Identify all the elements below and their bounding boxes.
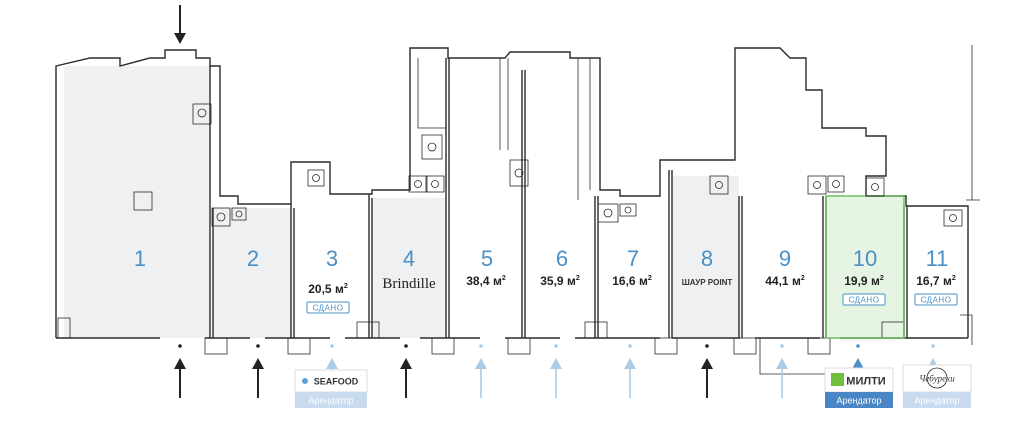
toilet-icon xyxy=(211,207,231,227)
unit-area: 38,4 м2 xyxy=(466,274,506,288)
door-marker xyxy=(256,344,260,348)
unit-area: 44,1 м2 xyxy=(765,274,805,288)
pier xyxy=(287,337,311,355)
walls xyxy=(55,45,980,375)
toilet-icon xyxy=(192,103,212,125)
tenant-tag-cheburechnaya: Чебуреки Арендатор xyxy=(902,364,972,408)
unit-labels: 1 2 3 4 5 6 7 8 9 10 11 20,5 м2 38,4 м2 … xyxy=(134,246,958,314)
unit-number: 9 xyxy=(779,246,791,271)
svg-text:Арендатор: Арендатор xyxy=(308,396,353,406)
unit-number: 7 xyxy=(627,246,639,271)
status-badge: СДАНО xyxy=(914,293,958,306)
door-marker xyxy=(780,344,784,348)
column xyxy=(133,191,153,211)
unit-8-fill xyxy=(672,176,739,338)
toilet-icon xyxy=(425,175,445,193)
pier xyxy=(57,317,71,339)
toilet-icon xyxy=(509,159,529,187)
entrance-arrow-icon xyxy=(624,358,636,398)
pier xyxy=(507,337,531,355)
unit-2-fill xyxy=(213,208,291,338)
status-badge: СДАНО xyxy=(306,301,350,314)
sink-icon xyxy=(231,207,247,221)
brand-name: ШАУР POINT xyxy=(682,278,733,287)
brand-name: Brindille xyxy=(382,276,436,292)
toilet-icon xyxy=(827,175,845,193)
unit-4-fill xyxy=(372,198,446,338)
status-badge: СДАНО xyxy=(842,293,886,306)
unit-number: 4 xyxy=(403,246,415,271)
toilet-icon xyxy=(408,175,428,193)
unit-number: 2 xyxy=(247,246,259,271)
entrance-arrow-icon xyxy=(776,358,788,398)
pier xyxy=(584,321,608,339)
unit-area: 19,9 м2 xyxy=(844,274,884,288)
entrance-arrows xyxy=(174,344,939,398)
unit-number: 10 xyxy=(853,246,877,271)
door-marker xyxy=(479,344,483,348)
toilet-icon xyxy=(421,134,443,160)
entrance-arrow-icon xyxy=(252,358,264,398)
tenant-tag-seafood: SEAFOOD Арендатор xyxy=(294,369,368,408)
unit-number: 8 xyxy=(701,246,713,271)
door-marker xyxy=(705,344,709,348)
amilti-logo-icon xyxy=(831,373,844,386)
svg-text:СДАНО: СДАНО xyxy=(921,296,952,305)
pier xyxy=(204,337,228,355)
pier xyxy=(356,321,380,339)
room-fills xyxy=(64,66,904,338)
entrance-arrow-icon xyxy=(174,358,186,398)
entrance-arrow-icon xyxy=(550,358,562,398)
svg-text:МИЛТИ: МИЛТИ xyxy=(846,376,886,388)
pier xyxy=(807,337,831,355)
door-marker xyxy=(554,344,558,348)
door-marker xyxy=(856,344,860,348)
toilet-icon xyxy=(865,177,885,197)
door-marker xyxy=(178,344,182,348)
shaur-point-logo: ШАУР POINT xyxy=(682,278,733,287)
entrance-arrow-icon xyxy=(174,5,186,44)
unit-10-highlight xyxy=(825,195,905,339)
door-marker xyxy=(404,344,408,348)
tenant-label-bg xyxy=(295,392,367,408)
svg-text:СДАНО: СДАНО xyxy=(849,296,880,305)
entrance-arrow-icon xyxy=(701,358,713,398)
svg-text:SEAFOOD: SEAFOOD xyxy=(314,377,359,387)
unit-number: 3 xyxy=(326,246,338,271)
sink-icon xyxy=(619,203,637,217)
svg-text:Чебуреки: Чебуреки xyxy=(919,374,955,384)
unit-3-fill xyxy=(294,208,369,338)
unit-area: 20,5 м2 xyxy=(308,282,348,296)
door-marker xyxy=(931,344,935,348)
svg-text:СДАНО: СДАНО xyxy=(313,304,344,313)
unit-area: 16,7 м2 xyxy=(916,274,956,288)
pier xyxy=(733,337,757,355)
unit-number: 11 xyxy=(926,246,949,271)
entrance-arrow-icon xyxy=(475,358,487,398)
toilet-icon xyxy=(307,169,325,187)
toilet-icon xyxy=(709,175,729,195)
svg-text:Арендатор: Арендатор xyxy=(914,396,959,406)
unit-1-fill xyxy=(64,66,210,338)
seafood-logo-icon xyxy=(302,378,308,384)
unit-10-fill xyxy=(826,196,904,338)
pier xyxy=(654,337,678,355)
sanitary-blocks xyxy=(192,103,963,227)
unit-number: 1 xyxy=(134,246,146,271)
unit-area: 35,9 м2 xyxy=(540,274,580,288)
toilet-icon xyxy=(943,209,963,227)
toilet-icon xyxy=(807,175,827,195)
unit-number: 6 xyxy=(556,246,568,271)
entrance-arrow-icon xyxy=(400,358,412,398)
unit-area: 16,6 м2 xyxy=(612,274,652,288)
toilet-icon xyxy=(597,203,619,223)
pier xyxy=(431,337,455,355)
svg-text:Арендатор: Арендатор xyxy=(836,396,881,406)
tenant-tag-amilti: МИЛТИ Арендатор xyxy=(824,367,894,408)
door-marker xyxy=(330,344,334,348)
door-marker xyxy=(628,344,632,348)
unit-number: 5 xyxy=(481,246,493,271)
